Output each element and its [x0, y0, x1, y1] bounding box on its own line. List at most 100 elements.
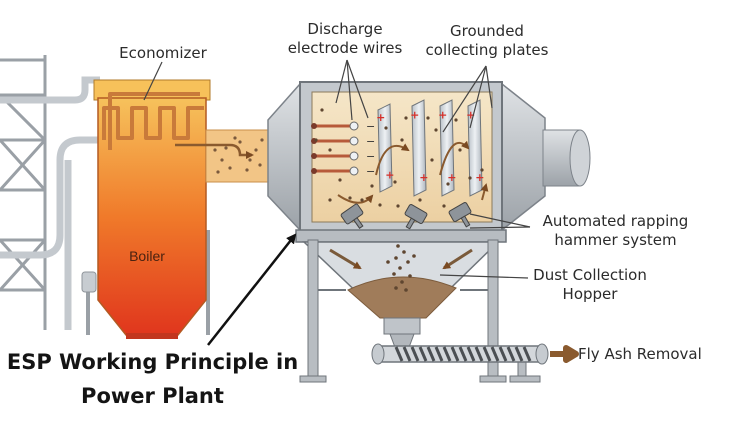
dust-particle — [314, 138, 318, 142]
ash-particle — [404, 288, 408, 292]
plate-plus-sign: + — [438, 108, 447, 121]
dust-particle — [480, 168, 484, 172]
plate-plus-sign: + — [447, 171, 456, 184]
plate-plus-sign: + — [385, 168, 394, 181]
falling-ash-particles — [386, 244, 416, 292]
dust-particle — [338, 178, 342, 182]
label-rapping-line-1: Automated rapping — [542, 212, 689, 230]
label-plates-line-2: collecting plates — [425, 41, 549, 59]
inlet-cone — [267, 82, 301, 232]
dust-particles-duct — [213, 136, 264, 174]
dust-particle — [434, 128, 438, 132]
screw-flight — [402, 346, 412, 362]
dust-particle — [328, 148, 332, 152]
dust-particle — [426, 116, 430, 120]
label-plates-line-1: Grounded — [450, 22, 524, 40]
screw-flight — [450, 346, 460, 362]
label-collecting-plates: Grounded collecting plates — [412, 22, 562, 60]
wire-minus-sign: − — [366, 120, 375, 133]
label-hopper: Dust Collection Hopper — [520, 266, 660, 304]
support-legs-boiler — [86, 230, 210, 335]
screw-flight — [466, 346, 476, 362]
ash-particle — [400, 280, 404, 284]
ash-particle — [396, 244, 400, 248]
ash-particle — [394, 286, 398, 290]
esp-support-legs — [299, 239, 507, 383]
screw-flight — [418, 346, 428, 362]
wire-insulator — [349, 136, 359, 146]
label-rapping-line-2: hammer system — [554, 231, 677, 249]
collecting-plate — [439, 99, 455, 197]
plate-plus-sign: + — [376, 111, 385, 124]
screw-flight — [514, 346, 524, 362]
boiler-pipes — [0, 76, 100, 330]
dust-particle — [446, 182, 450, 186]
screw-flight — [442, 346, 452, 362]
screw-conveyor — [371, 343, 549, 365]
dust-particle — [396, 204, 400, 208]
rapping-hammers — [340, 202, 472, 230]
ash-particle — [392, 272, 396, 276]
screw-flight — [410, 346, 420, 362]
label-economizer: Economizer — [119, 44, 207, 62]
dust-particle — [442, 204, 446, 208]
dust-particle — [348, 196, 352, 200]
dust-particle — [400, 138, 404, 142]
wire-minus-sign: − — [366, 165, 375, 178]
conveyor-legs — [509, 361, 541, 383]
wire-insulator — [349, 166, 359, 176]
screw-flight — [490, 346, 500, 362]
dust-particle — [378, 203, 382, 207]
screw-flight — [498, 346, 508, 362]
screw-flight — [394, 346, 404, 362]
ash-particle — [406, 260, 410, 264]
ash-particle — [412, 254, 416, 258]
wire-terminal — [311, 153, 317, 159]
ash-particle — [408, 274, 412, 278]
label-fly-ash-removal: Fly Ash Removal — [578, 345, 702, 363]
fly-ash-arrow — [550, 345, 579, 363]
label-boiler: Boiler — [129, 248, 165, 264]
wire-terminal — [311, 168, 317, 174]
dust-particle — [370, 184, 374, 188]
ash-particle — [394, 256, 398, 260]
plate-plus-sign: + — [419, 171, 428, 184]
label-discharge-wires: Discharge electrode wires — [270, 20, 420, 58]
wire-minus-sign: − — [366, 150, 375, 163]
dust-particles-chamber — [314, 108, 484, 208]
dust-particle — [393, 180, 397, 184]
label-hopper-line-1: Dust Collection — [533, 266, 647, 284]
screw-flight — [482, 346, 492, 362]
dust-particle — [404, 116, 408, 120]
title-line-1: ESP Working Principle in — [6, 350, 299, 374]
wire-terminal — [311, 123, 317, 129]
steel-frame — [0, 55, 47, 330]
collecting-plate — [411, 99, 427, 197]
dust-particle — [454, 118, 458, 122]
plate-plus-sign: + — [475, 171, 484, 184]
wire-insulator — [349, 151, 359, 161]
discharge-electrode-wires: − − − − — [311, 120, 375, 178]
dust-particle — [328, 198, 332, 202]
title-line-2: Power Plant — [81, 384, 224, 408]
screw-flight — [506, 346, 516, 362]
gas-flow-arrows — [337, 140, 489, 204]
leader-lines — [143, 59, 531, 279]
title-pointer-arrow — [207, 233, 297, 346]
screw-flight — [474, 346, 484, 362]
dust-particle — [430, 158, 434, 162]
plate-plus-sign: + — [410, 108, 419, 121]
wire-minus-sign: − — [366, 135, 375, 148]
label-discharge-line-1: Discharge — [307, 20, 383, 38]
dust-particle — [418, 198, 422, 202]
pipe-fitting — [81, 271, 97, 293]
outlet-cone — [501, 82, 546, 232]
plate-plus-sign: + — [466, 108, 475, 121]
screw-flight — [458, 346, 468, 362]
dust-particle — [320, 108, 324, 112]
dust-collection-hopper — [295, 229, 507, 351]
diagram-title: ESP Working Principle in Power Plant — [0, 345, 305, 413]
economizer-coil — [102, 92, 204, 150]
